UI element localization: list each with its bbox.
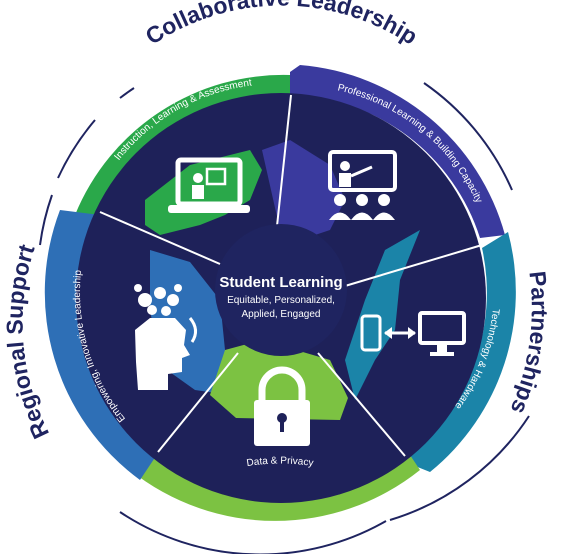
presentation-audience-icon [328,150,397,220]
padlock-icon [254,366,310,446]
laptop-teacher-icon [168,157,250,213]
center-line-1: Equitable, Personalized, [227,295,335,306]
band-empowering [44,210,161,480]
segment-bands [44,65,516,521]
band-data-privacy [130,455,420,521]
center-title: Student Learning [219,274,342,291]
center-circle [215,224,347,356]
band-instruction [75,74,290,215]
collaborative-leadership-label: Collaborative Leadership [141,0,423,50]
band-technology [400,232,516,472]
head-gears-icon [134,284,197,390]
phone-to-monitor-icon [360,311,466,356]
outer-ring [39,82,530,554]
band-professional [290,65,505,238]
center-line-2: Applied, Engaged [242,309,321,320]
segment-label-data-privacy: Data & Privacy [246,455,314,469]
segment-dividers [99,94,483,457]
